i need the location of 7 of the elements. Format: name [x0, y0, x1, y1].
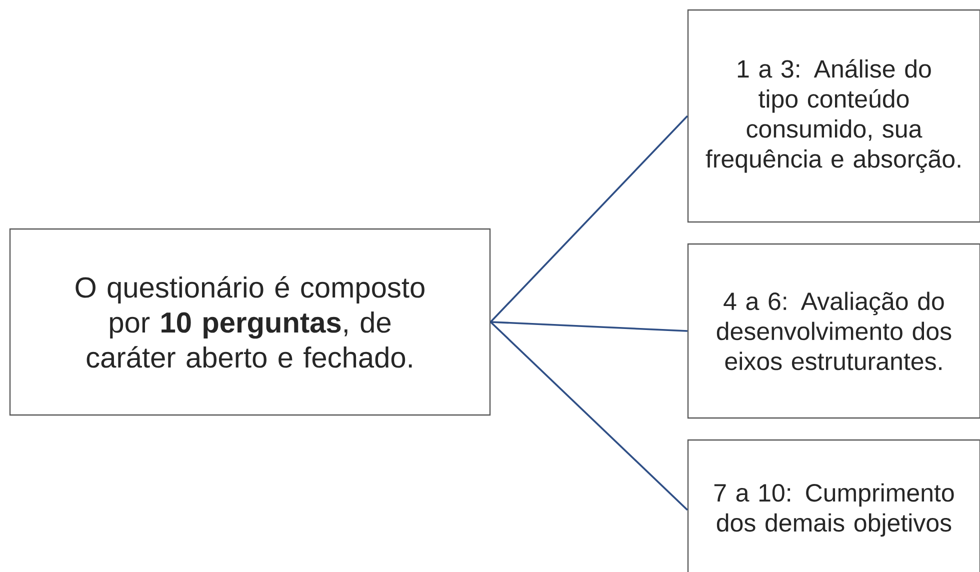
connector-line: [490, 115, 688, 323]
connector-line: [490, 321, 688, 332]
text-box: 7 a 10: Cumprimento dos demais objetivos: [687, 439, 980, 572]
connector-line: [490, 321, 688, 511]
text-box: 1 a 3: Análise do tipo conteúdo consumido, sua frequência e absorção.: [687, 9, 980, 223]
text-box: 4 a 6: Avaliação do desenvolvimento dos eixos estruturantes.: [687, 243, 980, 419]
text-box: O questionário é composto por 10 perguntas, de caráter aberto e fechado.: [9, 228, 491, 416]
